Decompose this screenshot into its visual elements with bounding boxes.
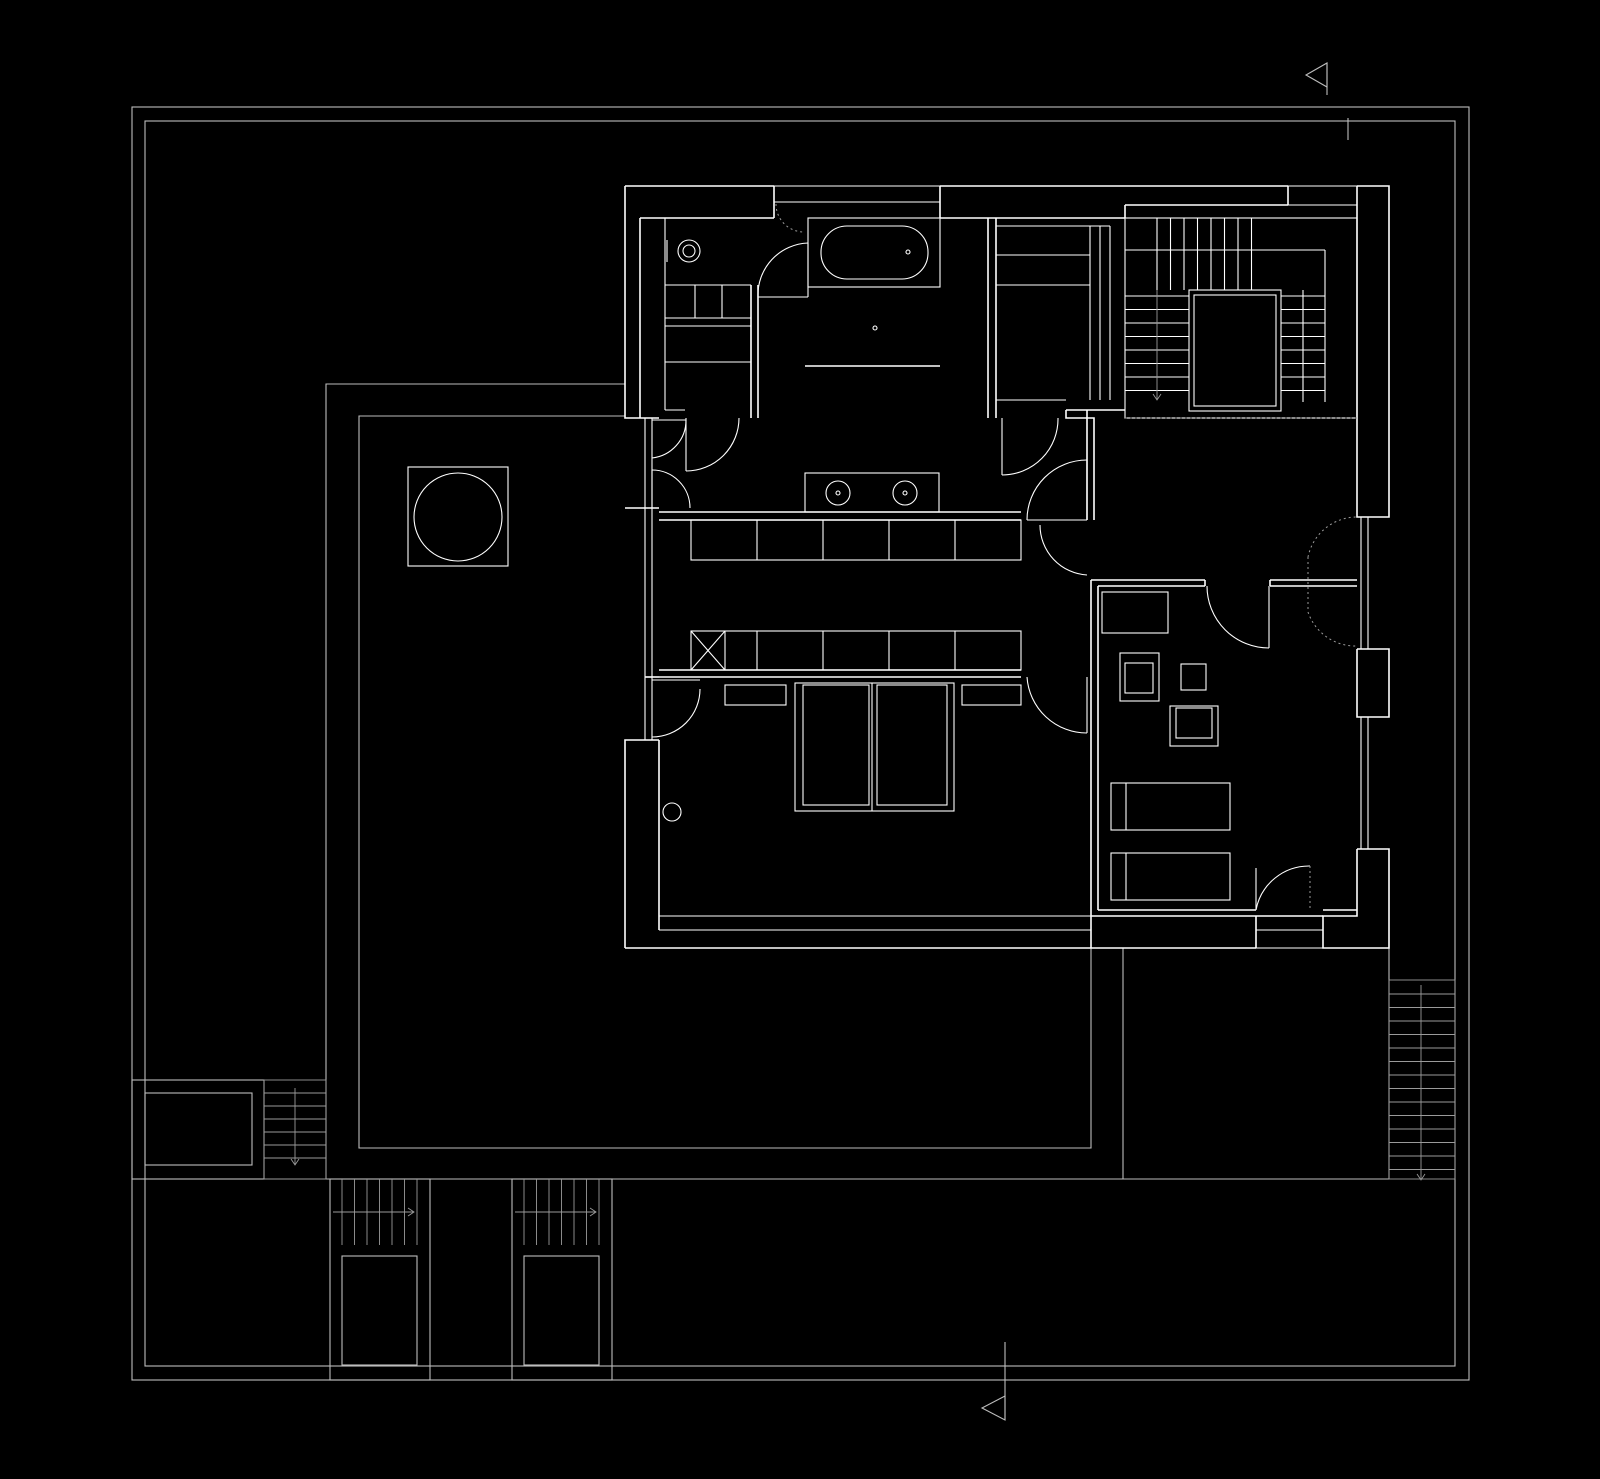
- double-sink-icon: [804, 472, 940, 513]
- skylight-icon: [407, 466, 509, 567]
- cabinet-row-north: [690, 519, 1022, 561]
- door-swings: [651, 203, 1358, 911]
- armchair-icon: [1119, 652, 1160, 702]
- terrace-outline: [132, 383, 1390, 1180]
- nightstand-left-icon: [724, 684, 787, 706]
- double-bed-icon: [794, 682, 955, 812]
- column-icon: [662, 802, 682, 822]
- exterior-walls: [624, 185, 1390, 949]
- nightstand-right-icon: [961, 684, 1022, 706]
- section-marker-top: [1304, 62, 1349, 140]
- armchair-2-icon: [1169, 705, 1219, 747]
- desk-icon: [1101, 591, 1169, 634]
- section-marker-bottom: [980, 1342, 1006, 1421]
- bathtub-icon: [807, 217, 941, 288]
- outdoor-stair-south-2: [511, 1178, 613, 1381]
- outdoor-stair-east: [1388, 979, 1456, 1181]
- sofa-1-icon: [1110, 782, 1231, 831]
- sofa-2-icon: [1110, 852, 1231, 901]
- interior-stair: [1124, 217, 1358, 419]
- shower-drain-icon: [805, 325, 940, 367]
- outdoor-stair-south-1: [329, 1178, 431, 1381]
- outdoor-stair-west: [131, 1079, 327, 1180]
- side-table-icon: [1180, 663, 1207, 691]
- interior-walls: [659, 218, 1357, 916]
- site-boundary: [131, 106, 1470, 1381]
- cabinet-row-south: [690, 630, 1022, 671]
- toilet-icon: [666, 239, 701, 263]
